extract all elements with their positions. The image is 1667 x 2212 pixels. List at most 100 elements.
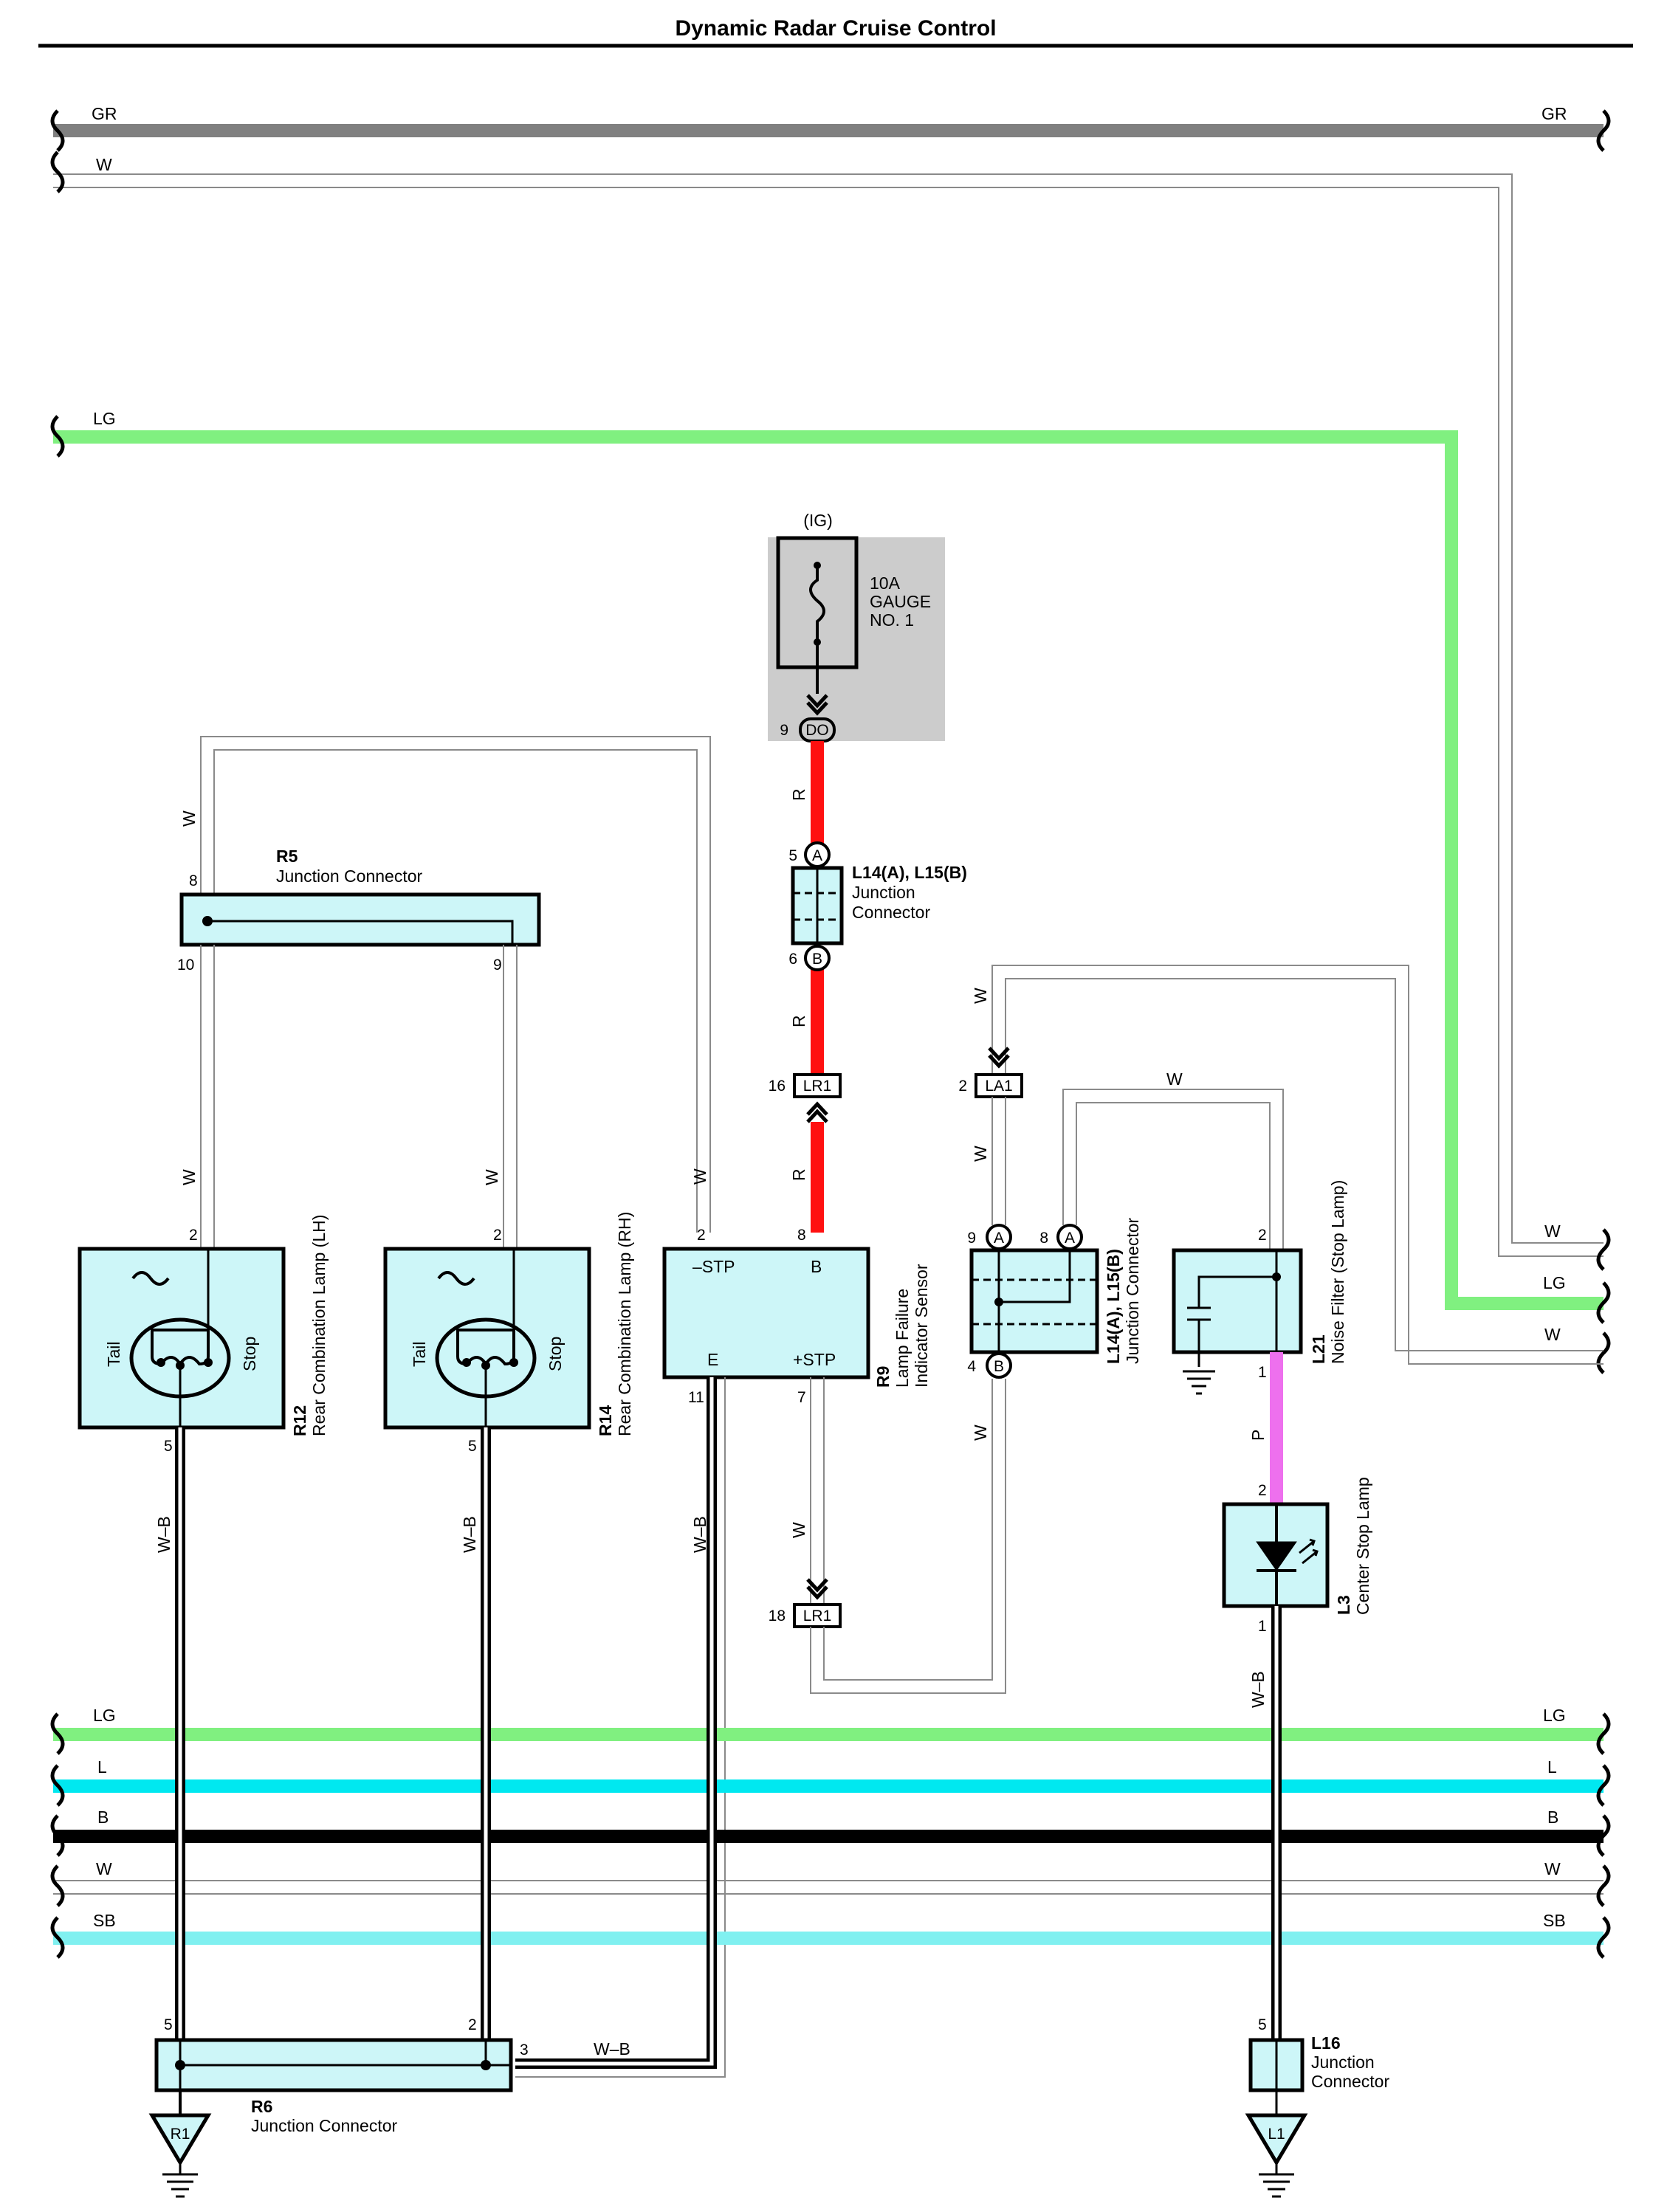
junction-l14-mid-node: [994, 1298, 1003, 1306]
connector-a-top-label: A: [812, 847, 822, 864]
label-gr-left: GR: [92, 104, 117, 123]
junction-r6-pin-2: 2: [468, 2016, 477, 2033]
connector-b-mid-4-pin: 4: [967, 1358, 976, 1375]
wire-lg-top: [53, 430, 1604, 1310]
lamp-r14-tilde: [437, 1271, 475, 1286]
label-w-bottom-left: W: [96, 1859, 112, 1878]
sensor-r9-b: B: [811, 1257, 822, 1276]
lamp-l3-led-bar: [1257, 1504, 1296, 1606]
wire-w-lr1-to-l14-inner: [823, 1379, 993, 1681]
lamp-r14-tail: Tail: [410, 1341, 429, 1367]
label-p: P: [1248, 1430, 1268, 1441]
connector-a-top-pin: 5: [788, 847, 797, 864]
label-r-1: R: [789, 788, 808, 801]
break-marks-bottom: [50, 1712, 1611, 1959]
lamp-r12-stop: Stop: [240, 1337, 259, 1371]
connector-la1: [975, 1073, 1023, 1098]
junction-r5-internal: [207, 920, 514, 945]
noise-filter-l21-internal: [1187, 1250, 1278, 1367]
fuse-icon: [809, 567, 825, 644]
connector-arrow-la1: [988, 1047, 1010, 1069]
junction-r6-node-1: [175, 2060, 185, 2070]
connector-lr1-top-pin: 16: [769, 1078, 786, 1095]
wire-w-lr1-to-l14: [810, 1379, 1006, 1694]
sensor-r9: [662, 1247, 870, 1379]
connector-a-mid-8-label: A: [1065, 1230, 1075, 1247]
ground-l1-triangle: [1245, 2113, 1308, 2166]
label-w-top: W: [96, 155, 112, 174]
label-r-3: R: [789, 1168, 808, 1181]
label-lg-bottom-right: LG: [1543, 1706, 1566, 1725]
sensor-r9-pin-8: 8: [797, 1227, 806, 1244]
lamp-l3-rays: [1299, 1538, 1319, 1565]
connector-la1-pin: 2: [958, 1078, 967, 1095]
junction-r5-node: [202, 916, 213, 926]
connector-lr1-top: [793, 1073, 842, 1098]
label-l-bottom-right: L: [1547, 1757, 1557, 1777]
junction-l16-pin: 5: [1258, 2016, 1267, 2033]
sensor-r9-pin-2: 2: [697, 1227, 706, 1244]
connector-lr1-top-label: LR1: [803, 1078, 832, 1095]
break-marks-top-right: [1596, 109, 1611, 1374]
ground-r1-label: R1: [171, 2126, 190, 2143]
wire-w-la1-loop-inner: [1005, 978, 1604, 1351]
connector-b-top: [804, 945, 831, 971]
wire-w-r5-loop: [200, 736, 711, 1233]
label-w-bottom-right: W: [1544, 1859, 1561, 1878]
junction-r6-pin-3: 3: [520, 2042, 529, 2058]
ground-r1-triangle: [148, 2113, 212, 2166]
label-b-bottom-right: B: [1547, 1808, 1558, 1827]
lamp-r12-id: R12: [290, 1405, 309, 1436]
noise-filter-l21: [1172, 1248, 1303, 1354]
wire-wb-r9-to-r6-inner: [515, 1377, 714, 2066]
ground-r1-symbol: [162, 2163, 198, 2198]
label-b-bottom-left: B: [97, 1808, 109, 1827]
label-wb-r14: W–B: [460, 1516, 479, 1553]
label-w-right-2: W: [1544, 1325, 1561, 1344]
junction-r5: [179, 892, 541, 947]
junction-l14-mid-name: Junction Connector: [1123, 1217, 1142, 1364]
connector-lr1-bottom-label: LR1: [803, 1608, 832, 1624]
label-w-la1-bottom: W: [971, 1145, 990, 1162]
label-wb-r6: W–B: [594, 2039, 630, 2058]
label-gr-right: GR: [1541, 104, 1567, 123]
wire-w-top-inner: [53, 187, 1604, 1257]
break-marks-top-left: [50, 109, 65, 458]
wire-w-l14-to-l21-inner: [1076, 1102, 1271, 1249]
lamp-r14-pin-top: 2: [493, 1227, 502, 1244]
connector-arrow-lr1-top: [806, 1101, 828, 1123]
label-wb-l3: W–B: [1248, 1671, 1268, 1708]
label-sb-bottom-left: SB: [93, 1911, 116, 1930]
connector-a-mid-9-pin: 9: [967, 1230, 976, 1247]
lamp-r12-pin-bottom: 5: [164, 1438, 173, 1455]
noise-filter-l21-id: L21: [1309, 1334, 1328, 1364]
label-lg-top: LG: [93, 409, 116, 428]
junction-r5-pin-8: 8: [189, 872, 198, 889]
noise-filter-l21-pin-2: 2: [1258, 1227, 1267, 1244]
junction-r5-id: R5: [276, 847, 298, 866]
label-w-r12: W: [179, 1169, 199, 1185]
connector-lr1-bottom: [793, 1603, 842, 1628]
connector-la1-label: LA1: [985, 1078, 1012, 1095]
label-w-r9-top: W: [690, 1168, 709, 1185]
label-r-2: R: [789, 1015, 808, 1027]
label-wb-r9: W–B: [690, 1516, 709, 1553]
label-sb-bottom-right: SB: [1543, 1911, 1566, 1930]
junction-l14-top-line1: Junction: [852, 883, 915, 902]
sensor-r9-pin-11: 11: [688, 1389, 704, 1406]
lamp-r14-id: R14: [596, 1405, 615, 1436]
sensor-r9-line2: Indicator Sensor: [912, 1264, 931, 1388]
wire-w-la1-loop: [991, 965, 1604, 1365]
sensor-r9-stp-minus: –STP: [692, 1257, 735, 1276]
bus-w-bottom: [53, 1880, 1604, 1895]
connector-do-label: DO: [805, 722, 829, 739]
wire-w-l14-to-l21: [1062, 1089, 1284, 1249]
connector-do-pin: 9: [780, 722, 788, 739]
label-w-right-1: W: [1544, 1222, 1561, 1241]
lamp-r12-tilde: [131, 1271, 170, 1286]
label-w-r5-top: W: [179, 810, 199, 827]
ground-symbol-l21: [1183, 1370, 1215, 1395]
sensor-r9-line1: Lamp Failure: [893, 1289, 912, 1388]
lamp-r12-name: Rear Combination Lamp (LH): [309, 1215, 329, 1436]
